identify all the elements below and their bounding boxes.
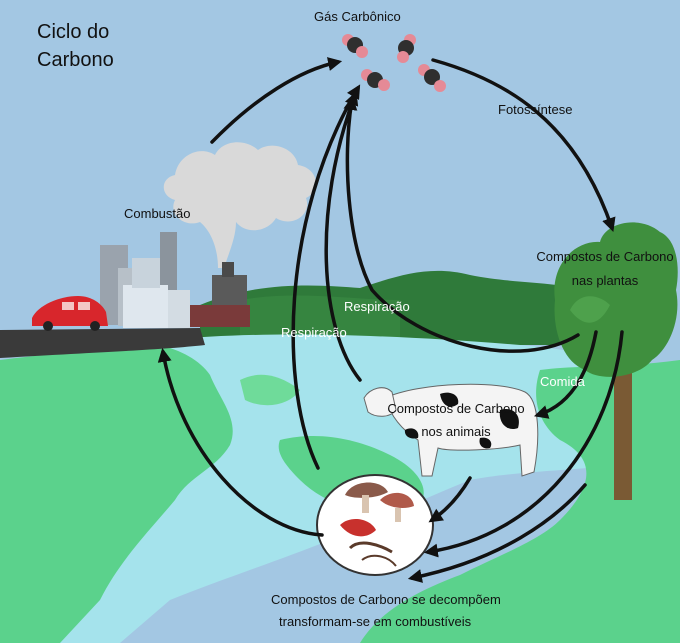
diagram-title-line2: Carbono — [37, 49, 114, 71]
co2-molecule-icon — [418, 64, 446, 92]
co2-molecule-icon — [361, 69, 390, 91]
cow-icon — [363, 383, 539, 477]
label-decompose-line2: transformam-se em combustíveis — [279, 614, 472, 629]
grass-right — [360, 360, 680, 643]
arrow-photosynthesis — [431, 58, 616, 232]
arrow-animals-to-decomposers — [428, 476, 472, 523]
label-co2: Gás Carbônico — [314, 9, 401, 24]
tree-icon — [554, 222, 678, 500]
label-animals-line1: Compostos de Carbono — [387, 401, 525, 416]
arrow-fuels-to-combustion — [157, 347, 324, 537]
co2-molecule-icon — [342, 34, 368, 58]
arrow-plants-to-decomposers — [423, 330, 624, 558]
arrow-food — [533, 330, 598, 419]
arrow-combustion-to-co2 — [210, 57, 343, 144]
label-decompose-line1: Compostos de Carbono se decompõem — [271, 592, 501, 607]
smoke-cloud — [163, 142, 316, 268]
arrow-respiration-plants — [343, 95, 580, 353]
co2-molecule-icon — [397, 34, 416, 63]
label-plants-line1: Compostos de Carbono — [536, 249, 674, 264]
road — [0, 328, 205, 358]
arrow-respiration-animals — [324, 91, 362, 382]
label-respiration-left: Respiração — [281, 325, 347, 340]
label-respiration-animals: Respiração — [344, 299, 410, 314]
decomposers-icon — [316, 474, 434, 576]
arrow-plants-to-decomposers-2 — [407, 483, 587, 583]
label-photosynthesis: Fotossíntese — [498, 102, 573, 117]
car-icon — [32, 296, 108, 331]
grass-left — [0, 345, 233, 643]
diagram-title-line1: Ciclo do — [37, 21, 110, 43]
label-plants-line2: nas plantas — [571, 273, 639, 288]
label-combustion: Combustão — [124, 206, 191, 221]
arrow-respiration-decomposers — [291, 84, 361, 470]
label-animals-line2: nos animais — [421, 424, 491, 439]
label-food: Comida — [540, 374, 585, 389]
